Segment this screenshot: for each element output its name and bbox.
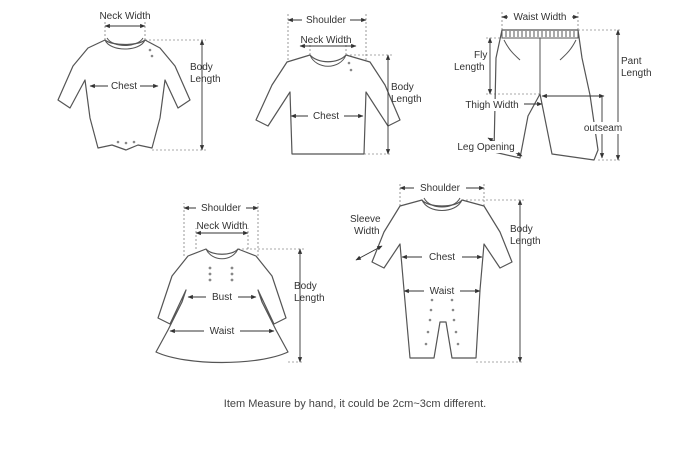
tshirt-figure: Shoulder Neck Width Chest Body Length [255, 14, 422, 155]
dress-collar [205, 248, 239, 260]
romper-body-length-label-2: Length [510, 236, 541, 247]
tshirt-shoulder-label: Shoulder [306, 15, 347, 26]
dress-waist-label: Waist [210, 326, 235, 337]
romper-snap-8 [452, 318, 456, 322]
tshirt-neck-width-label: Neck Width [300, 35, 351, 46]
romper-snap-9 [454, 330, 458, 334]
tshirt-chest-label: Chest [313, 111, 339, 122]
pants-pant-length-label-2: Length [621, 68, 652, 79]
dress-button-5 [230, 272, 234, 276]
romper-snap-1 [430, 298, 434, 302]
pants-outseam-label: outseam [584, 123, 622, 134]
bodysuit-snap-4 [124, 141, 128, 145]
bodysuit-snap-3 [116, 140, 120, 144]
romper-shoulder-label: Shoulder [420, 183, 461, 194]
dress-button-2 [208, 272, 212, 276]
dress-button-6 [230, 278, 234, 282]
romper-outline [371, 199, 513, 359]
pants-figure: Waist Width Fly Length Pant Length Thigh… [454, 11, 652, 161]
pants-rib [505, 31, 575, 37]
dress-button-1 [208, 266, 212, 270]
tshirt-collar [309, 54, 347, 67]
pants-fly-length-label-2: Length [454, 62, 485, 73]
romper-snap-10 [456, 342, 460, 346]
dress-body-length-label-2: Length [294, 293, 325, 304]
romper-waist-label: Waist [430, 286, 455, 297]
tshirt-body-length-label-1: Body [391, 82, 414, 93]
romper-sleeve-width-label-2: Width [354, 226, 380, 237]
dress-outline [155, 248, 289, 364]
bodysuit-chest-label: Chest [111, 81, 137, 92]
bodysuit-body-length-label-1: Body [190, 62, 213, 73]
bodysuit-snap-1 [148, 48, 152, 52]
dress-neck-width-label: Neck Width [196, 221, 247, 232]
romper-snap-6 [450, 298, 454, 302]
dress-bust-label: Bust [212, 292, 232, 303]
romper-figure: Shoulder Sleeve Width Chest Waist Body L… [350, 182, 541, 363]
romper-sleeve-width-label-1: Sleeve [350, 214, 381, 225]
romper-snap-5 [424, 342, 428, 346]
romper-snap-2 [429, 308, 433, 312]
romper-sleeve-width-line [355, 245, 383, 261]
romper-snap-7 [451, 308, 455, 312]
dress-button-4 [230, 266, 234, 270]
pants-thigh-width-label: Thigh Width [465, 100, 518, 111]
romper-chest-label: Chest [429, 252, 455, 263]
dress-shoulder-label: Shoulder [201, 203, 242, 214]
bodysuit-snap-5 [132, 140, 136, 144]
romper-collar [421, 199, 463, 211]
bodysuit-outline [57, 39, 191, 151]
pants-waist-width-label: Waist Width [514, 12, 567, 23]
dress-body-length-label-1: Body [294, 281, 317, 292]
romper-rib-collar [423, 197, 461, 208]
tshirt-button-2 [349, 68, 353, 72]
pants-pocket-left [503, 39, 521, 61]
romper-snap-3 [428, 318, 432, 322]
bodysuit-neck-width-label: Neck Width [99, 11, 150, 22]
pants-fly-length-label-1: Fly [474, 50, 487, 61]
tshirt-body-length-label-2: Length [391, 94, 422, 105]
pants-pant-length-label-1: Pant [621, 56, 642, 67]
dress-button-3 [208, 278, 212, 282]
romper-body-length-label-1: Body [510, 224, 533, 235]
dress-figure: Shoulder Neck Width Bust Waist Body Leng… [155, 202, 325, 364]
bodysuit-body-length-label-2: Length [190, 74, 221, 85]
bodysuit-figure: Neck Width Chest Body Length [57, 11, 221, 151]
bodysuit-rib-collar [106, 37, 144, 46]
romper-snap-4 [426, 330, 430, 334]
bodysuit-collar [104, 39, 146, 50]
bodysuit-snap-2 [150, 54, 154, 58]
measurement-note: Item Measure by hand, it could be 2cm~3c… [224, 398, 486, 410]
tshirt-button-1 [347, 61, 351, 65]
tshirt-outline [255, 54, 401, 155]
pants-pocket-right [559, 39, 577, 61]
pants-waistband [501, 29, 579, 39]
pants-leg-opening-label: Leg Opening [457, 142, 514, 153]
